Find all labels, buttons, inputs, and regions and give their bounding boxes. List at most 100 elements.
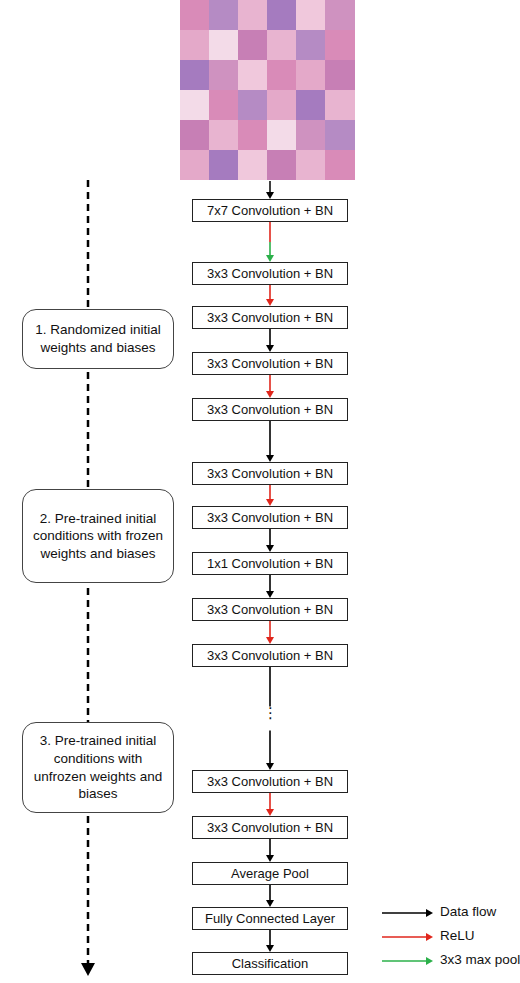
connector-arrow [266, 885, 274, 907]
phase-box: 2. Pre-trained initial conditions with f… [22, 489, 174, 583]
phase-label: 3. Pre-trained initial conditions with u… [30, 732, 166, 802]
layer-box: 3x3 Convolution + BN [192, 816, 348, 839]
arrow-head [266, 809, 274, 816]
layer-box: 3x3 Convolution + BN [192, 352, 348, 375]
tissue-tile [296, 150, 325, 180]
layer-box: 3x3 Convolution + BN [192, 770, 348, 793]
legend-arrow-head [426, 933, 433, 941]
connector-line [269, 885, 271, 901]
connector-arrow [266, 575, 274, 598]
connector-arrow [266, 222, 274, 262]
tissue-tile [209, 30, 238, 60]
layer-box: 3x3 Convolution + BN [192, 598, 348, 621]
tissue-tile [325, 0, 355, 30]
layer-label: 3x3 Convolution + BN [207, 648, 333, 663]
arrow-head [266, 345, 274, 352]
text-stack: 3x3 Convolution + BN [207, 266, 333, 281]
tissue-tile [238, 30, 267, 60]
connector-line [269, 242, 271, 256]
arrow-head [266, 591, 274, 598]
tissue-tile [296, 0, 325, 30]
connector-arrow [266, 930, 274, 952]
layer-label: 1x1 Convolution + BN [207, 556, 333, 571]
legend-text: Data flow [440, 904, 496, 919]
layer-label: 3x3 Convolution + BN [207, 356, 333, 371]
text-stack: 1x1 Convolution + BN [207, 556, 333, 571]
tissue-tile [209, 120, 238, 150]
connector-arrow [266, 621, 274, 644]
tissue-tile [267, 150, 296, 180]
tissue-tile [267, 30, 296, 60]
connector-line [269, 731, 271, 765]
connector-line [269, 529, 271, 546]
arrow-head [266, 855, 274, 862]
arrow-head [266, 763, 274, 770]
layer-box: 1x1 Convolution + BN [192, 552, 348, 575]
ellipsis-mark: ⋮ [263, 704, 278, 722]
input-arrow [266, 181, 274, 199]
tissue-tile [238, 0, 267, 30]
tissue-tile [296, 120, 325, 150]
text-stack: 1. Randomized initial weights and biases [30, 321, 166, 356]
legend-text: ReLU [440, 928, 475, 943]
connector-line [269, 839, 271, 856]
text-stack: 3x3 Convolution + BN [207, 820, 333, 835]
text-stack: 3x3 Convolution + BN [207, 466, 333, 481]
input-arrow-head [266, 192, 274, 199]
layer-box: 3x3 Convolution + BN [192, 262, 348, 285]
connector-line [269, 667, 271, 707]
tissue-tile [180, 150, 209, 180]
legend-samples [382, 909, 433, 965]
arrow-head [266, 945, 274, 952]
layer-label: Average Pool [231, 866, 309, 881]
connector-arrow [266, 485, 274, 506]
tissue-tile [180, 120, 209, 150]
text-stack: 3x3 Convolution + BN [207, 310, 333, 325]
text-stack: 3x3 Convolution + BN [207, 774, 333, 789]
layer-box: 3x3 Convolution + BN [192, 462, 348, 485]
connector-line [269, 329, 271, 346]
layer-label: 3x3 Convolution + BN [207, 310, 333, 325]
connector-line [269, 485, 271, 500]
tissue-tile [325, 120, 355, 150]
tissue-tile [267, 90, 296, 120]
arrow-head [266, 255, 274, 262]
tissue-tile [209, 90, 238, 120]
layer-box: Classification [192, 952, 348, 975]
arrow-head [266, 900, 274, 907]
connector-arrow [266, 421, 274, 462]
text-stack: Average Pool [231, 866, 309, 881]
text-stack: 3x3 Convolution + BN [207, 510, 333, 525]
tissue-tile [267, 60, 296, 90]
tissue-mosaic [180, 0, 355, 180]
connector-line [269, 222, 271, 242]
text-stack: 3x3 Convolution + BN [207, 648, 333, 663]
layer-label: 3x3 Convolution + BN [207, 774, 333, 789]
text-stack: 7x7 Convolution + BN [207, 203, 333, 218]
layer-label: 7x7 Convolution + BN [207, 203, 333, 218]
layer-label: 3x3 Convolution + BN [207, 402, 333, 417]
arrow-head [266, 391, 274, 398]
connector-line [269, 375, 271, 392]
tissue-tile [267, 0, 296, 30]
connector-line [269, 793, 271, 810]
connector-arrow [266, 329, 274, 352]
connector-line [269, 930, 271, 946]
tissue-tile [209, 0, 238, 30]
tissue-tile [238, 120, 267, 150]
legend-line [382, 960, 426, 962]
layer-label: 3x3 Convolution + BN [207, 466, 333, 481]
tissue-tile [180, 0, 209, 30]
layer-box: 3x3 Convolution + BN [192, 398, 348, 421]
text-stack: 3x3 Convolution + BN [207, 402, 333, 417]
tissue-tile [209, 60, 238, 90]
tissue-tile [296, 60, 325, 90]
arrow-head [266, 499, 274, 506]
arrow-head [266, 455, 274, 462]
phase-box: 1. Randomized initial weights and biases [22, 309, 174, 369]
layer-box: Average Pool [192, 862, 348, 885]
connector-line [269, 421, 271, 456]
connector-arrow [266, 529, 274, 552]
connector-line [269, 575, 271, 592]
